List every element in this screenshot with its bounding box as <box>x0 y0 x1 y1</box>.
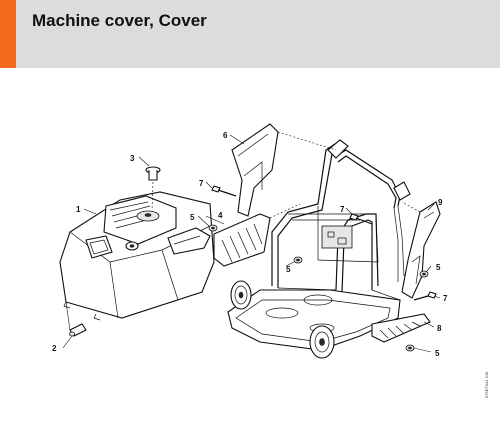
grille-part-8 <box>371 313 431 343</box>
callout-7-right: 7 <box>443 294 448 303</box>
callout-4: 4 <box>218 211 223 220</box>
leader-lines <box>62 134 441 353</box>
callout-8: 8 <box>437 324 442 333</box>
header-band <box>0 0 500 68</box>
callout-6: 6 <box>223 131 228 140</box>
callout-5-frame: 5 <box>286 265 291 274</box>
side-cover-part-6 <box>231 123 337 217</box>
page-title: Machine cover, Cover <box>32 11 207 30</box>
callout-3: 3 <box>130 154 135 163</box>
grille-part-4 <box>213 203 301 267</box>
callout-1: 1 <box>76 205 81 214</box>
machine-cover-part <box>59 191 215 321</box>
header-accent-bar <box>0 0 16 68</box>
callout-2: 2 <box>52 344 57 353</box>
reference-code: 675ET041 GM <box>484 372 489 398</box>
callout-7-frame: 7 <box>340 205 345 214</box>
callout-5-left: 5 <box>190 213 195 222</box>
pin-part <box>65 301 87 337</box>
callout-7-left: 7 <box>199 179 204 188</box>
callout-5-bottom: 5 <box>435 349 440 358</box>
callout-5-right: 5 <box>436 263 441 272</box>
side-cover-part-9 <box>401 201 441 299</box>
callout-labels: 1 2 3 4 5 5 5 5 6 7 7 7 8 9 <box>52 131 448 358</box>
nut-parts <box>208 224 429 352</box>
cap-part <box>145 166 161 211</box>
trolley-frame <box>227 139 411 359</box>
callout-9: 9 <box>438 198 443 207</box>
screw-parts <box>211 185 437 301</box>
